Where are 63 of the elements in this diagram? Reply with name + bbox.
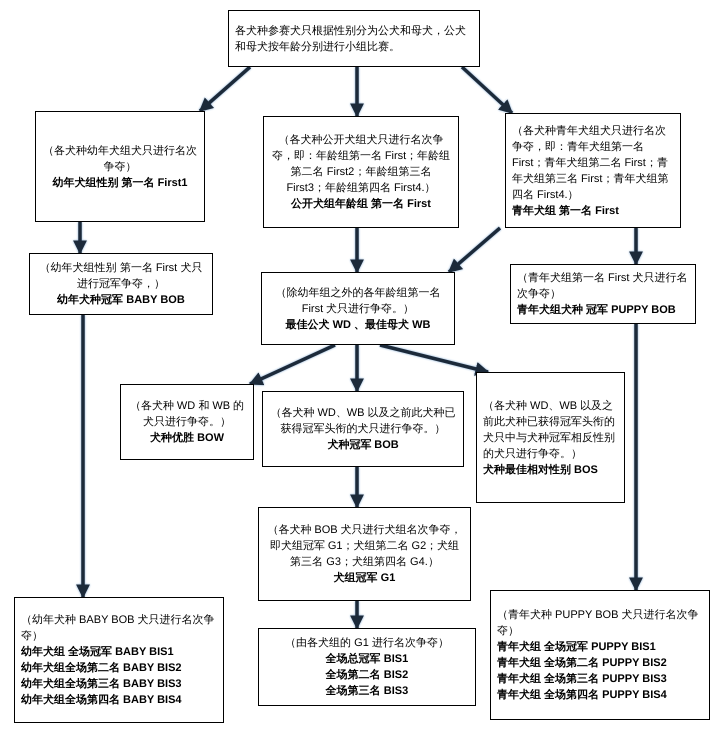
description-text: （由各犬组的 G1 进行名次争夺）: [284, 636, 450, 651]
process-box: [476, 372, 625, 503]
title-text: 犬种冠军 BOB: [326, 438, 400, 453]
title-text: 青年犬组犬种 冠军 PUPPY BOB: [517, 302, 677, 318]
arrow: [460, 66, 514, 114]
description-text: （各犬种 WD 和 WB 的犬只进行争夺。）: [128, 399, 246, 430]
description-text: （除幼年组之外的各年龄组第一名 First 犬只进行争夺。）: [274, 286, 442, 316]
title-text: 青年犬组 全场冠军 PUPPY BIS1: [497, 640, 657, 655]
description-text: （各犬种 WD、WB 以及之前此犬种已获得冠军头衔的犬只中与犬种冠军相反性别的犬只进行争夺。）: [483, 398, 616, 462]
title-text: 幼年犬组全场第二名 BABY BIS2: [21, 660, 183, 676]
arrow: [198, 66, 252, 112]
title-text: 全场总冠军 BIS1: [324, 652, 410, 667]
title-text: 幼年犬组全场第四名 BABY BIS4: [21, 692, 183, 708]
process-box: [228, 10, 480, 67]
process-box: [510, 264, 696, 324]
description-text: （各犬种幼年犬组犬只进行名次争夺）: [42, 144, 198, 174]
description-text: （青年犬组第一名 First 犬只进行名次争夺）: [517, 271, 688, 302]
process-box: [258, 628, 476, 706]
arrow: [629, 324, 643, 592]
title-text: 犬种最佳相对性别 BOS: [483, 462, 599, 478]
process-box: [263, 116, 459, 228]
description-text: （各犬种 BOB 犬只进行犬组名次争夺，即犬组冠军 G1；犬组第二名 G2；犬组第三名 G3；犬组第四名 G4.）: [266, 523, 463, 570]
description-text: （各犬种 WD、WB 以及之前此犬种已获得冠军头衔的犬只进行争夺。）: [269, 406, 457, 437]
arrow: [350, 228, 364, 274]
description-text: 各犬种参赛犬只根据性别分为公犬和母犬，公犬和母犬按年龄分别进行小组比赛。: [235, 24, 467, 54]
arrow: [73, 222, 87, 254]
title-text: 幼年犬组性别 第一名 First1: [51, 176, 189, 190]
process-box: [35, 111, 205, 222]
title-text: 最佳公犬 WD 、最佳母犬 WB: [284, 318, 432, 332]
arrow: [350, 67, 364, 118]
process-box: [258, 507, 471, 601]
arrow: [380, 343, 490, 376]
title-text: 青年犬组 全场第三名 PUPPY BIS3: [497, 672, 668, 687]
title-text: 幼年犬组全场第三名 BABY BIS3: [21, 676, 183, 692]
title-text: 青年犬组 第一名 First: [512, 204, 620, 218]
arrow: [448, 226, 502, 274]
arrow: [350, 345, 364, 392]
process-box: [120, 384, 254, 460]
description-text: （幼年犬种 BABY BOB 犬只进行名次争夺）: [21, 613, 216, 644]
process-box: [490, 590, 710, 720]
process-box: [14, 597, 224, 723]
title-text: 幼年犬组 全场冠军 BABY BIS1: [21, 644, 175, 660]
description-text: （各犬种公开犬组犬只进行名次争夺，即：年龄组第一名 First；年龄组第二名 First2；年龄组第三名 First3；年龄组第四名 First4.）: [270, 133, 452, 196]
process-box: [261, 272, 455, 345]
arrow: [350, 467, 364, 508]
description-text: （各犬种青年犬组犬只进行名次争夺，即：青年犬组第一名 First；青年犬组第二名 First；青年犬组第三名 First；青年犬组第四名 First4.）: [512, 124, 670, 202]
title-text: 青年犬组 全场第四名 PUPPY BIS4: [497, 688, 668, 703]
title-text: 全场第三名 BIS3: [324, 684, 410, 699]
description-text: （幼年犬组性别 第一名 First 犬只进行冠军争夺，）: [38, 261, 204, 292]
title-text: 全场第二名 BIS2: [324, 668, 410, 683]
arrow: [350, 601, 364, 630]
title-text: 幼年犬种冠军 BABY BOB: [56, 292, 186, 308]
process-box: [262, 391, 464, 467]
arrow: [248, 343, 336, 386]
title-text: 青年犬组 全场第二名 PUPPY BIS2: [497, 656, 668, 671]
arrow: [629, 228, 643, 266]
title-text: 公开犬组年龄组 第一名 First: [290, 196, 432, 212]
title-text: 犬种优胜 BOW: [149, 430, 225, 446]
arrow: [76, 315, 90, 598]
title-text: 犬组冠军 G1: [332, 570, 396, 586]
process-box: [505, 113, 681, 228]
description-text: （青年犬种 PUPPY BOB 犬只进行名次争夺）: [497, 608, 700, 639]
process-box: [29, 253, 213, 315]
